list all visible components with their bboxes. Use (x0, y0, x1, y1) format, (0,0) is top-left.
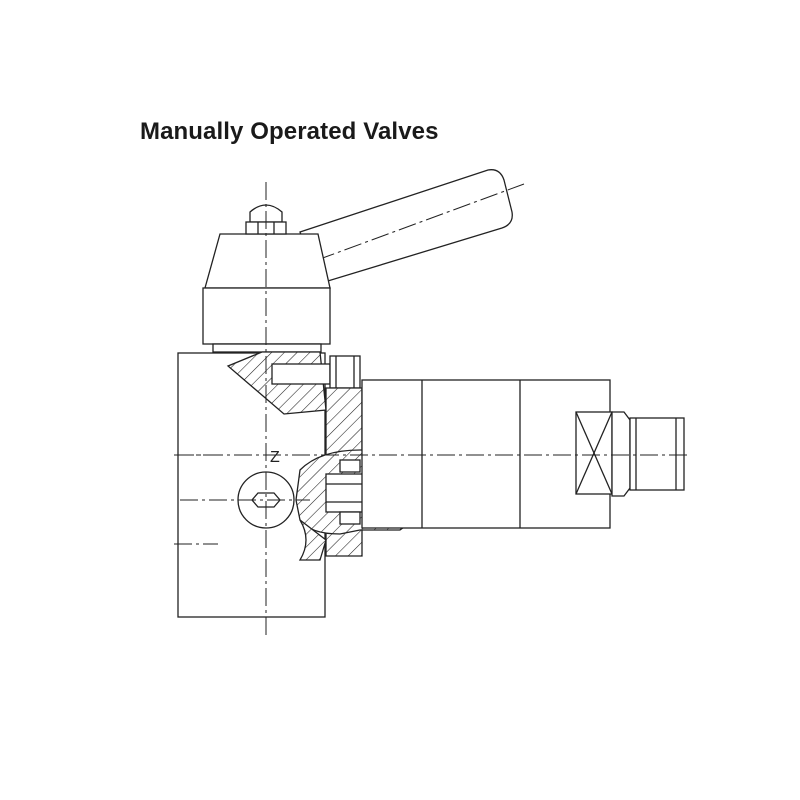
centerlines (174, 182, 690, 636)
handle-lever (289, 169, 525, 285)
end-fitting (575, 411, 685, 497)
cam-section (226, 351, 361, 415)
actuator-housing (361, 379, 611, 529)
detail-label-z: Z (270, 449, 280, 466)
page-title: Manually Operated Valves (140, 118, 439, 145)
